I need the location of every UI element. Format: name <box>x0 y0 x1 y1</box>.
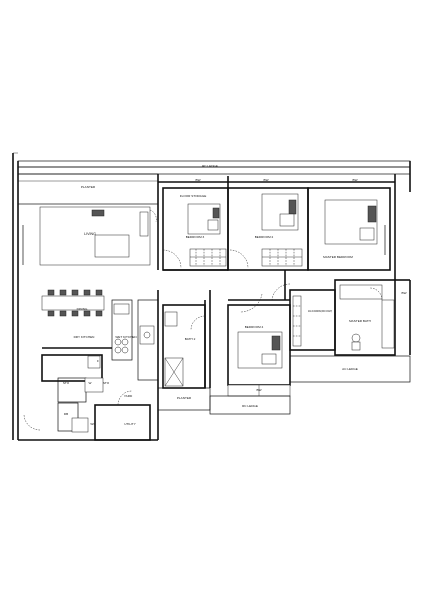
label-bw-right: BW <box>402 291 407 295</box>
label-planter-bottom: PLANTER <box>177 396 192 400</box>
room-kitchen <box>42 299 159 381</box>
label-living: LIVING <box>84 232 96 236</box>
room-walk-in-wardrobe <box>289 289 336 351</box>
label-dry-kitchen: DRY KITCHEN <box>74 335 95 339</box>
label-fridge: F <box>97 359 99 363</box>
label-master-bedroom: MASTER BEDROOM <box>323 255 353 259</box>
room-bedroom2 <box>227 176 309 271</box>
room-living <box>39 206 157 266</box>
label-rc-ledge-bottom: RC LEDGE <box>242 404 258 408</box>
room-bedroom4 <box>227 304 291 397</box>
room-bath2 <box>162 304 206 389</box>
label-bedroom2: BEDROOM 2 <box>255 235 274 239</box>
room-labels: RC LEDGE PLANTER BW BW BW FLOOR STORAGE … <box>63 164 407 426</box>
label-ac-ledge: AC LEDGE <box>342 367 358 371</box>
label-floor-storage: FLOOR STORAGE <box>180 194 207 198</box>
label-planter-top: PLANTER <box>81 185 96 189</box>
label-utility: UTILITY <box>124 422 136 426</box>
label-bedroom3: BEDROOM 3 <box>186 235 205 239</box>
room-master-bath <box>334 192 411 356</box>
room-dining <box>41 289 105 317</box>
room-bedroom3 <box>162 187 229 271</box>
label-bath2: BATH 2 <box>185 337 196 341</box>
room-service-area <box>18 354 158 441</box>
room-ac-ledge <box>289 355 411 383</box>
label-wet-kitchen: WET KITCHEN <box>115 335 136 339</box>
label-sto-right: STO <box>103 381 110 385</box>
room-master-bedroom <box>307 187 391 271</box>
label-bw-bottom: BW <box>257 388 262 392</box>
label-washer: W <box>89 381 92 385</box>
label-bw-bed3: BW <box>196 178 201 182</box>
label-dining: DINING <box>77 307 88 311</box>
label-walk-in-wardrobe: WALK-IN WARDROBE (OPEN CONCEPT) <box>308 309 332 313</box>
label-yard: YARD <box>124 394 133 398</box>
label-sto-left: STO <box>63 381 70 385</box>
label-rc-ledge-top: RC LEDGE <box>202 164 218 168</box>
label-db: DB <box>64 412 68 416</box>
label-bw-bed2: BW <box>264 178 269 182</box>
label-bw-master: BW <box>353 178 358 182</box>
label-wc: WC <box>90 422 96 426</box>
label-bedroom4: BEDROOM 4 <box>245 325 264 329</box>
label-master-bath: MASTER BATH <box>349 319 371 323</box>
room-bottom-planter <box>157 387 291 415</box>
